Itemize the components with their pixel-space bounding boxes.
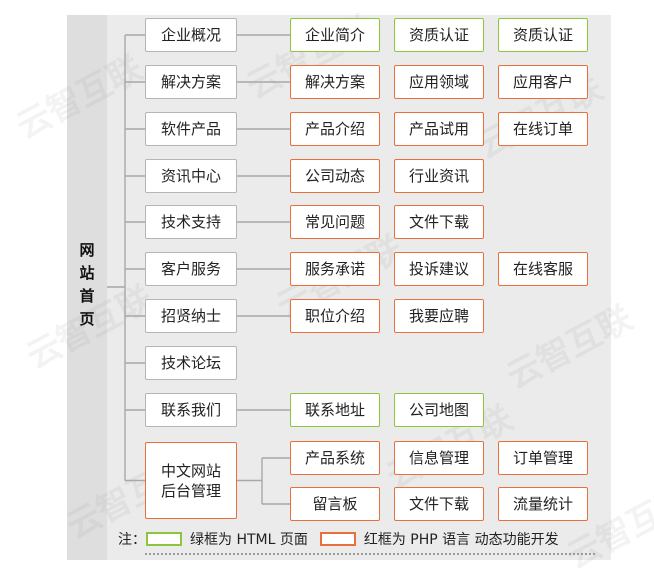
legend-red-swatch: [319, 532, 356, 546]
page-node: 产品试用: [394, 112, 484, 146]
page-node: 应用领域: [394, 65, 484, 99]
page-node: 联系地址: [290, 393, 380, 427]
page-node: 留言板: [290, 487, 380, 521]
page-node: 信息管理: [394, 441, 484, 475]
page-node: 资质认证: [394, 18, 484, 52]
root-node: 网站首页: [67, 15, 107, 560]
category-node: 联系我们: [145, 393, 237, 427]
category-node: 技术支持: [145, 205, 237, 239]
page-node: 职位介绍: [290, 299, 380, 333]
page-node: 常见问题: [290, 205, 380, 239]
page-node: 在线客服: [498, 252, 588, 286]
category-node: 中文网站后台管理: [145, 442, 237, 519]
category-node: 技术论坛: [145, 346, 237, 380]
page-node: 产品介绍: [290, 112, 380, 146]
category-node: 客户服务: [145, 252, 237, 286]
category-node: 软件产品: [145, 112, 237, 146]
page-node: 应用客户: [498, 65, 588, 99]
page-node: 在线订单: [498, 112, 588, 146]
legend: 注： 绿框为 HTML 页面 红框为 PHP 语言 动态功能开发: [118, 528, 598, 550]
page-node: 文件下载: [394, 487, 484, 521]
root-node-label: 网站首页: [77, 241, 96, 334]
page-node: 投诉建议: [394, 252, 484, 286]
page-node: 企业简介: [290, 18, 380, 52]
page-node: 订单管理: [498, 441, 588, 475]
category-node: 企业概况: [145, 18, 237, 52]
legend-prefix: 注：: [118, 532, 146, 548]
category-node: 解决方案: [145, 65, 237, 99]
legend-underline: [145, 553, 595, 555]
legend-red-text: 红框为 PHP 语言 动态功能开发: [363, 532, 559, 548]
legend-green-swatch: [146, 532, 182, 546]
page-node: 文件下载: [394, 205, 484, 239]
page-node: 产品系统: [290, 441, 380, 475]
page-node: 公司动态: [290, 159, 380, 193]
page-node: 资质认证: [498, 18, 588, 52]
page-node: 服务承诺: [290, 252, 380, 286]
legend-green-text: 绿框为 HTML 页面: [190, 532, 308, 548]
page-node: 公司地图: [394, 393, 484, 427]
page-node: 流量统计: [498, 487, 588, 521]
category-node: 招贤纳士: [145, 299, 237, 333]
page-node: 我要应聘: [394, 299, 484, 333]
page-node: 行业资讯: [394, 159, 484, 193]
category-node: 资讯中心: [145, 159, 237, 193]
page-node: 解决方案: [290, 65, 380, 99]
